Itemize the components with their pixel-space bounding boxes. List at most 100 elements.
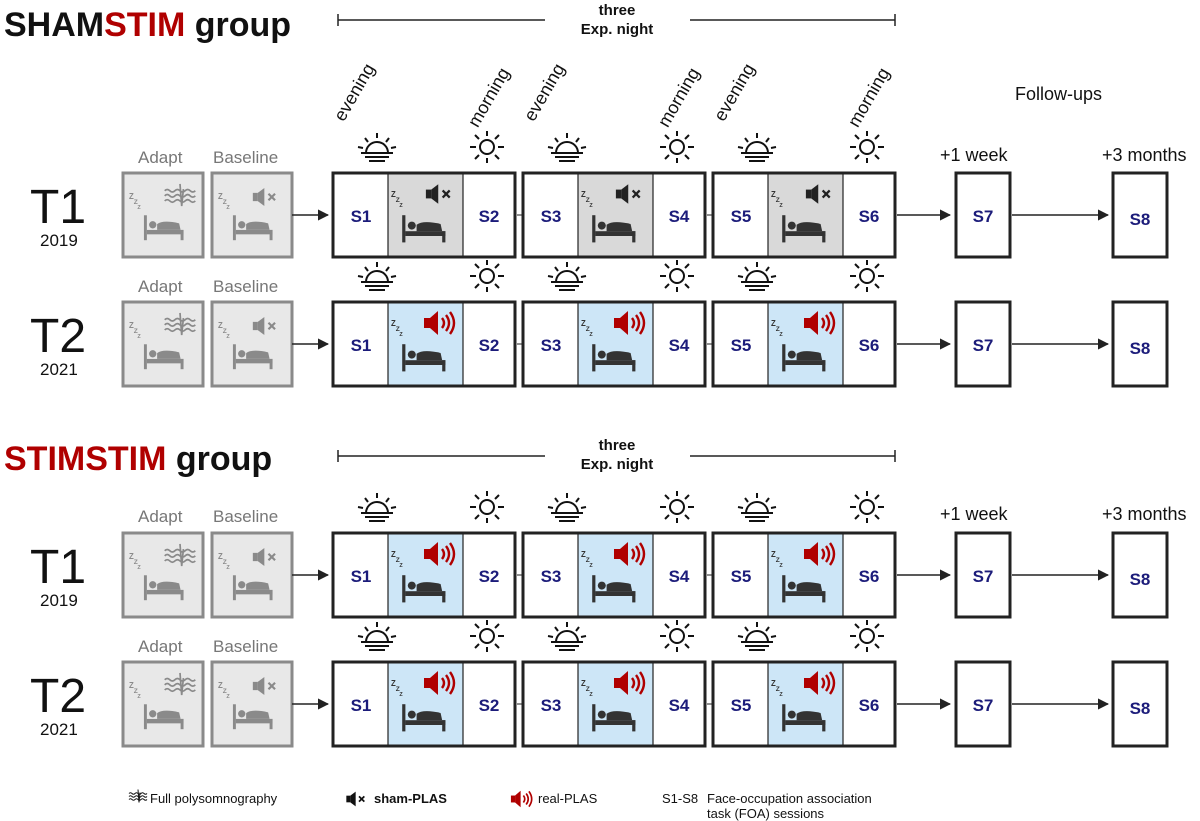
session-label: S1 bbox=[351, 207, 372, 226]
sun-icon bbox=[469, 619, 505, 653]
sun-icon bbox=[849, 619, 885, 653]
followup-box-s8 bbox=[1111, 171, 1169, 259]
night-box-fill bbox=[768, 173, 843, 257]
night-box bbox=[521, 300, 707, 388]
baseline-box bbox=[210, 171, 294, 259]
session-label: S7 bbox=[973, 696, 994, 715]
baseline-box bbox=[210, 300, 294, 388]
night-box-fill bbox=[388, 302, 463, 386]
session-label: S5 bbox=[731, 567, 752, 586]
session-label: S5 bbox=[731, 336, 752, 355]
adapt-label: Adapt bbox=[138, 148, 183, 167]
session-label: S4 bbox=[669, 207, 690, 226]
followup-box-s7 bbox=[954, 300, 1012, 388]
night-box-fill bbox=[768, 533, 843, 617]
session-label: S5 bbox=[731, 696, 752, 715]
timepoint-label: T1 bbox=[30, 541, 87, 594]
followup-week-label: +1 week bbox=[940, 145, 1008, 165]
adapt-label: Adapt bbox=[138, 507, 183, 526]
sunrise-icon bbox=[737, 492, 777, 522]
followup-week-label: +1 week bbox=[940, 504, 1008, 524]
sunrise-icon bbox=[357, 261, 397, 291]
sunrise-icon bbox=[547, 261, 587, 291]
night-box-fill bbox=[578, 533, 653, 617]
sunrise-icon bbox=[357, 492, 397, 522]
session-label: S3 bbox=[541, 207, 562, 226]
followup-box-s8 bbox=[1111, 531, 1169, 619]
night-box bbox=[711, 660, 897, 748]
night-box bbox=[521, 660, 707, 748]
session-label: S2 bbox=[479, 696, 500, 715]
session-label: S6 bbox=[859, 336, 880, 355]
adapt-box bbox=[121, 300, 205, 388]
sunrise-icon bbox=[737, 132, 777, 162]
sun-icon bbox=[469, 490, 505, 524]
sun-icon bbox=[469, 259, 505, 293]
session-label: S5 bbox=[731, 207, 752, 226]
session-label: S8 bbox=[1130, 570, 1151, 589]
session-label: S4 bbox=[669, 336, 690, 355]
followup-box-s7 bbox=[954, 531, 1012, 619]
followup-months-label: +3 months bbox=[1102, 145, 1187, 165]
night-box bbox=[711, 531, 897, 619]
sunrise-icon bbox=[547, 492, 587, 522]
baseline-label: Baseline bbox=[213, 507, 279, 526]
year-label: 2019 bbox=[40, 231, 78, 250]
timepoint-label: T2 bbox=[30, 670, 87, 723]
night-box-fill bbox=[388, 173, 463, 257]
adapt-label: Adapt bbox=[138, 277, 183, 296]
sunrise-icon bbox=[737, 261, 777, 291]
speaker-muted-icon bbox=[345, 791, 369, 805]
session-label: S1 bbox=[351, 696, 372, 715]
legend-sessions-key: S1-S8 bbox=[662, 791, 699, 806]
night-box-fill bbox=[388, 662, 463, 746]
baseline-box bbox=[210, 531, 294, 619]
session-label: S4 bbox=[669, 696, 690, 715]
sun-icon bbox=[659, 490, 695, 524]
night-box bbox=[521, 171, 707, 259]
sun-icon bbox=[659, 619, 695, 653]
session-label: S4 bbox=[669, 567, 690, 586]
session-label: S1 bbox=[351, 336, 372, 355]
adapt-label: Adapt bbox=[138, 637, 183, 656]
session-label: S8 bbox=[1130, 699, 1151, 718]
night-box-fill bbox=[768, 662, 843, 746]
night-box bbox=[331, 171, 517, 259]
night-box-fill bbox=[768, 302, 843, 386]
session-label: S1 bbox=[351, 567, 372, 586]
followup-box-s7 bbox=[954, 171, 1012, 259]
followup-box-s8 bbox=[1111, 300, 1169, 388]
session-label: S8 bbox=[1130, 339, 1151, 358]
sun-icon bbox=[659, 259, 695, 293]
session-label: S7 bbox=[973, 207, 994, 226]
night-box-fill bbox=[578, 662, 653, 746]
night-box bbox=[331, 300, 517, 388]
session-label: S2 bbox=[479, 336, 500, 355]
followup-box-s7 bbox=[954, 660, 1012, 748]
sun-icon bbox=[849, 130, 885, 164]
night-box-fill bbox=[578, 302, 653, 386]
sun-icon bbox=[849, 490, 885, 524]
sun-icon bbox=[659, 130, 695, 164]
sun-icon bbox=[469, 130, 505, 164]
session-label: S6 bbox=[859, 696, 880, 715]
session-label: S2 bbox=[479, 567, 500, 586]
baseline-label: Baseline bbox=[213, 148, 279, 167]
session-label: S2 bbox=[479, 207, 500, 226]
legend-sham: sham-PLAS bbox=[374, 791, 447, 806]
group-title-shamstim: SHAMSTIM group bbox=[4, 6, 292, 44]
followups-title: Follow-ups bbox=[1015, 84, 1103, 104]
night-box bbox=[331, 660, 517, 748]
year-label: 2021 bbox=[40, 720, 78, 739]
night-box-fill bbox=[578, 173, 653, 257]
speaker-sound-icon bbox=[510, 790, 534, 806]
night-box bbox=[521, 531, 707, 619]
session-label: S8 bbox=[1130, 210, 1151, 229]
sunrise-icon bbox=[547, 621, 587, 651]
sunrise-icon bbox=[357, 132, 397, 162]
sunrise-icon bbox=[547, 132, 587, 162]
sunrise-icon bbox=[357, 621, 397, 651]
